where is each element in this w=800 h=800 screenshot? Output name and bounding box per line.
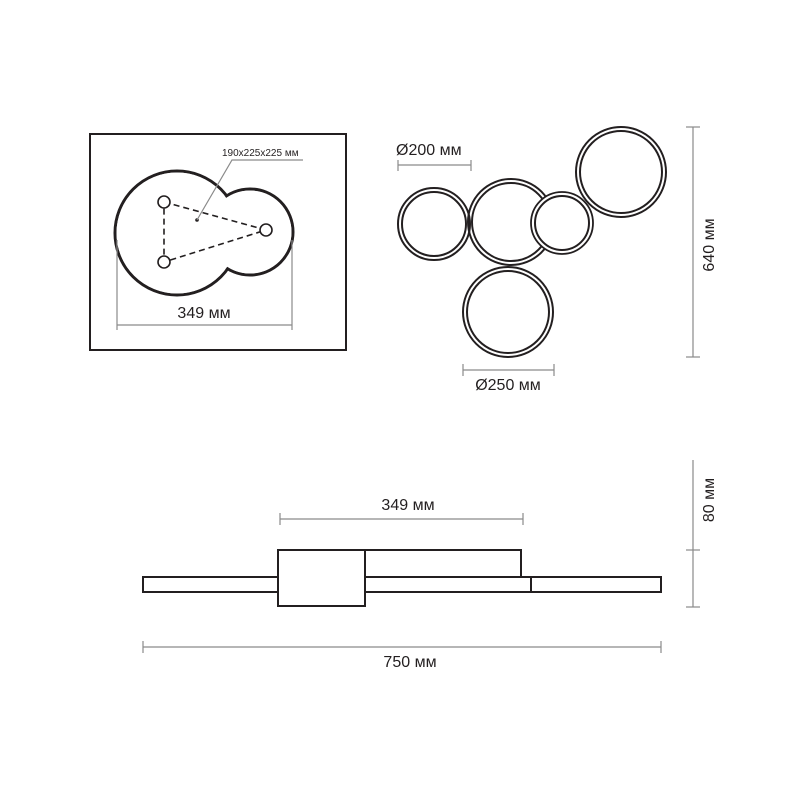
base-width-label: 349 мм	[177, 305, 230, 322]
ring-top-right	[575, 126, 667, 218]
mounting-base-view: 190x225x225 мм 349 мм	[89, 133, 347, 351]
ring-small-right	[530, 191, 594, 255]
leader-line	[196, 159, 303, 221]
mount-pattern-label: 190x225x225 мм	[222, 148, 299, 159]
side-view: 349 мм 750 мм 80 мм	[142, 460, 718, 671]
left-arm	[142, 576, 279, 593]
ring-small-left	[397, 187, 471, 261]
base-view-frame	[89, 133, 347, 351]
mount-triangle-dashed	[163, 200, 269, 264]
rings-front-view: Ø200 мм Ø250 мм 640 мм	[396, 126, 718, 394]
ring-bottom	[462, 266, 554, 358]
middle-arm	[354, 576, 532, 593]
upper-ring-segment	[364, 549, 522, 578]
large-ring-diameter-label: Ø250 мм	[475, 377, 541, 394]
right-arm	[530, 576, 662, 593]
depth-label: 80 мм	[701, 478, 718, 522]
total-length-label: 750 мм	[383, 654, 436, 671]
small-ring-diameter-label: Ø200 мм	[396, 142, 462, 159]
mount-hole	[157, 195, 171, 209]
mount-hole	[157, 255, 171, 269]
mount-hole	[259, 223, 273, 237]
height-label: 640 мм	[701, 218, 718, 271]
base-canopy	[277, 549, 366, 607]
side-base-width-label: 349 мм	[381, 497, 434, 514]
